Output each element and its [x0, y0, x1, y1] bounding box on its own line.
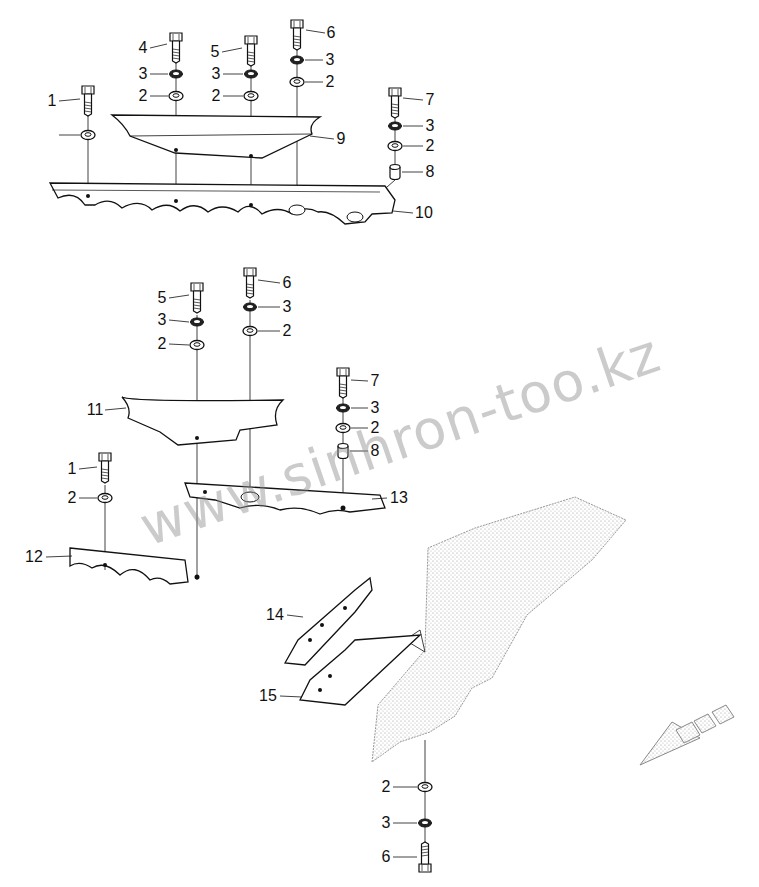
callout-number: 1 — [48, 92, 57, 110]
callout-number: 3 — [326, 51, 335, 69]
callout-number: 14 — [266, 606, 284, 624]
callout-number: 7 — [371, 372, 380, 390]
callout-number: 1 — [68, 460, 77, 478]
callout-number: 2 — [283, 322, 292, 340]
callout-number: 6 — [283, 274, 292, 292]
callout-number: 2 — [326, 73, 335, 91]
callout-number: 13 — [390, 489, 408, 507]
callout-number: 5 — [158, 289, 167, 307]
callout-number: 4 — [139, 39, 148, 57]
callout-number: 8 — [426, 163, 435, 181]
callout-number: 5 — [211, 43, 220, 61]
callout-number: 3 — [382, 814, 391, 832]
callout-number: 15 — [259, 687, 277, 705]
callout-number: 9 — [337, 130, 346, 148]
callout-number: 2 — [426, 137, 435, 155]
callout-number: 3 — [139, 65, 148, 83]
callout-number: 11 — [87, 401, 104, 419]
callout-number: 2 — [212, 87, 221, 105]
callout-number: 2 — [382, 778, 391, 796]
callout-number: 3 — [212, 65, 221, 83]
callout-number: 2 — [68, 489, 77, 507]
callout-number: 3 — [283, 298, 292, 316]
callout-number: 10 — [415, 204, 433, 222]
callout-number: 2 — [158, 335, 167, 353]
callout-number: 3 — [158, 311, 167, 329]
callout-number: 7 — [426, 91, 435, 109]
callout-number: 6 — [327, 24, 336, 42]
callout-number: 3 — [426, 117, 435, 135]
callout-number: 2 — [139, 87, 148, 105]
callout-number: 12 — [25, 548, 43, 566]
callout-number: 6 — [382, 848, 391, 866]
